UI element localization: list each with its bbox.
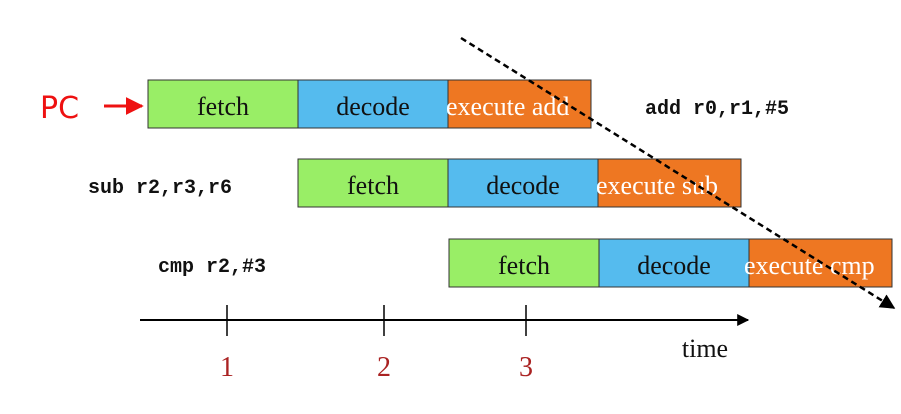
decode-stage-box [297,79,449,129]
pc-label: PC [40,91,79,126]
instruction-text: add r0,r1,#5 [645,98,789,121]
instruction-text: cmp r2,#3 [158,256,266,279]
time-tick-label: 2 [377,352,391,383]
instruction-text: sub r2,r3,r6 [88,177,232,200]
fetch-stage-label: fetch [197,92,249,121]
decode-stage-label: decode [486,171,560,200]
pipeline-row-add: fetch decode execute add add r0,r1,#5 [147,79,789,129]
time-axis-label: time [682,334,728,363]
execute-stage-label: execute sub [596,171,718,200]
pipeline-row-sub: sub r2,r3,r6 fetch decode execute sub [88,158,742,208]
fetch-stage-label: fetch [498,251,550,280]
decode-stage-label: decode [336,92,410,121]
pipeline-row-cmp: cmp r2,#3 fetch decode execute cmp [158,238,893,288]
decode-stage-label: decode [637,251,711,280]
time-tick-label: 3 [519,352,533,383]
time-progress-diagonal-arrow [460,36,896,310]
time-tick-label: 1 [220,352,234,383]
execute-stage-label: execute add [446,92,569,121]
fetch-stage-label: fetch [347,171,399,200]
